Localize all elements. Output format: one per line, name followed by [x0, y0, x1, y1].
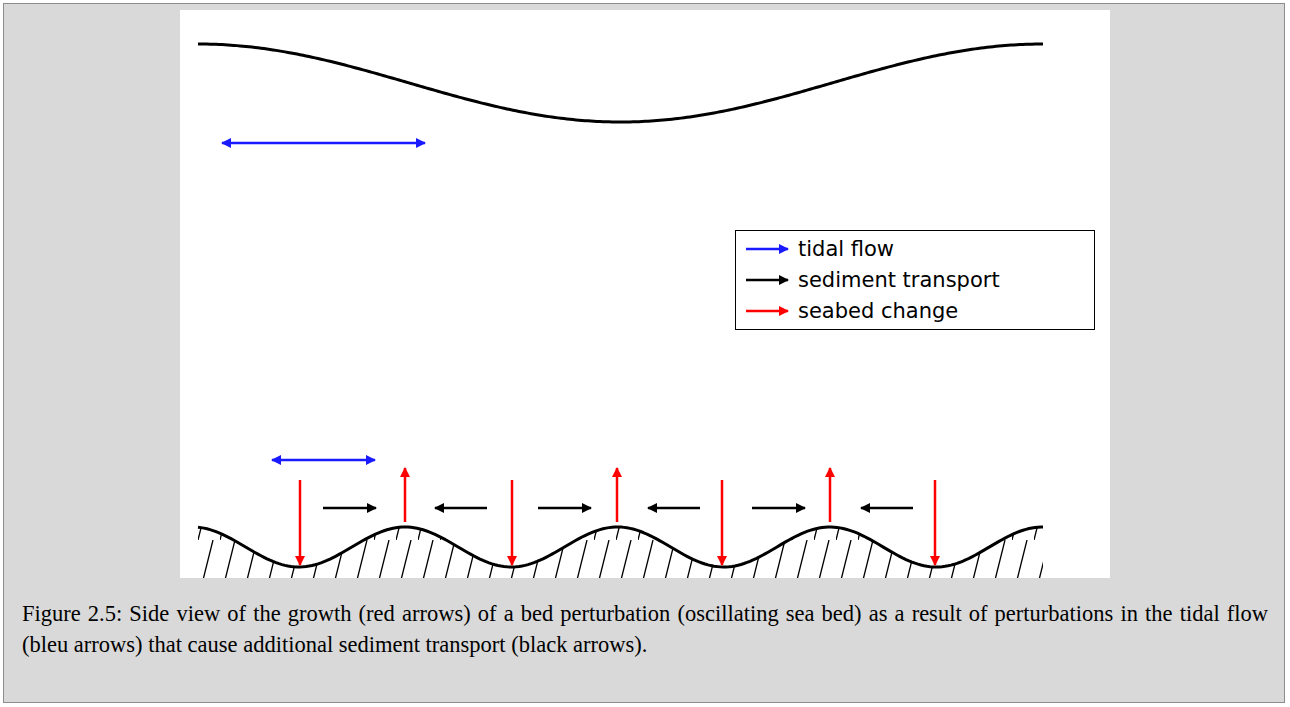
seabed-hatching [198, 500, 1044, 578]
legend-arrow-sample [744, 265, 794, 295]
legend-entry: tidal flow [736, 234, 1094, 264]
legend-entry: sediment transport [736, 265, 1094, 295]
sediment-transport-arrow [323, 507, 376, 510]
legend-arrow-sample [744, 234, 794, 264]
seabed-change-arrow [511, 480, 514, 565]
seabed-change-arrow [829, 468, 832, 522]
seabed-change-arrow [404, 468, 407, 522]
legend-label: tidal flow [798, 234, 894, 264]
sediment-transport-arrow [435, 507, 487, 510]
seabed-profile [198, 527, 1043, 567]
figure-caption: Figure 2.5: Side view of the growth (red… [22, 598, 1268, 660]
water-surface [198, 44, 1043, 122]
plot-area [180, 10, 1110, 578]
sediment-transport-arrow [752, 507, 805, 510]
sediment-transport-arrow [538, 507, 591, 510]
seabed-change-arrow [616, 468, 619, 522]
seabed-change-arrow [299, 480, 302, 565]
legend-arrow-sample [744, 296, 794, 326]
sediment-transport-arrow [648, 507, 700, 510]
tidal-flow-arrow [272, 459, 375, 462]
caption-text: Figure 2.5: Side view of the growth (red… [22, 601, 1268, 657]
legend-box: tidal flowsediment transportseabed chang… [735, 230, 1095, 330]
legend-label: seabed change [798, 296, 958, 326]
sediment-transport-arrow [861, 507, 913, 510]
legend-label: sediment transport [798, 265, 1000, 295]
legend-entry: seabed change [736, 296, 1094, 326]
tidal-flow-arrow [222, 142, 425, 145]
seabed-change-arrow [721, 480, 724, 565]
seabed-change-arrow [934, 480, 937, 565]
